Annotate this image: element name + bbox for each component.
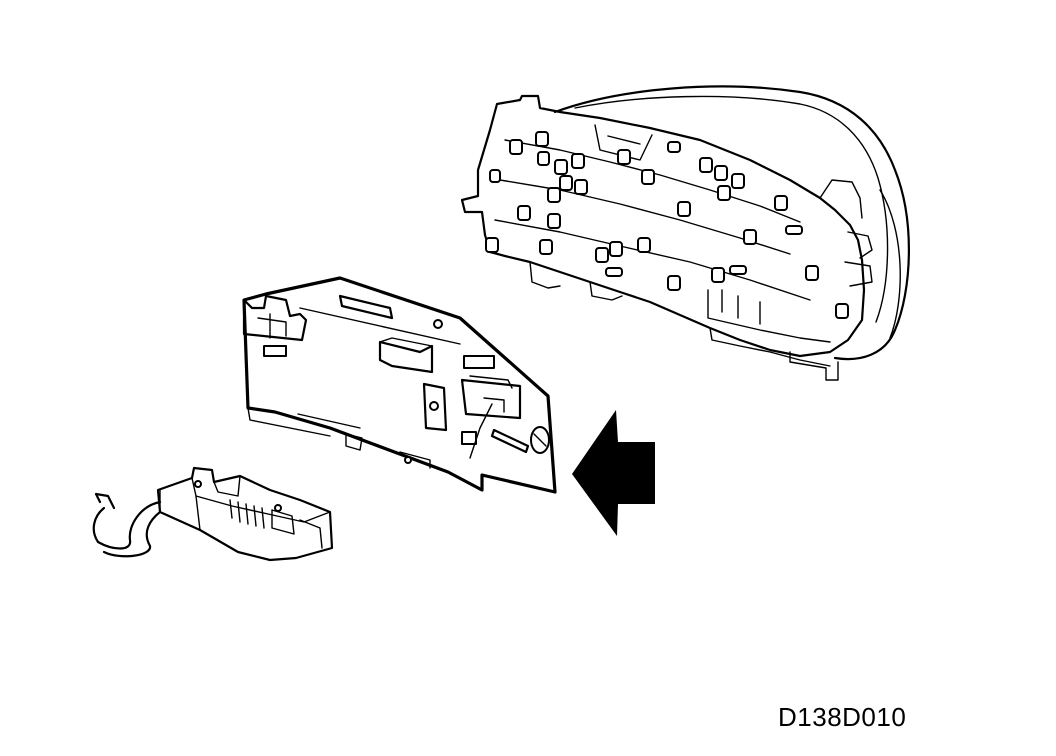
figure-code-label: D138D010 (778, 702, 907, 732)
arrow-left-icon (572, 410, 655, 536)
printed-circuit-board (242, 276, 557, 494)
combination-meter-housing (460, 85, 910, 381)
wire-harness-connector (92, 466, 334, 562)
